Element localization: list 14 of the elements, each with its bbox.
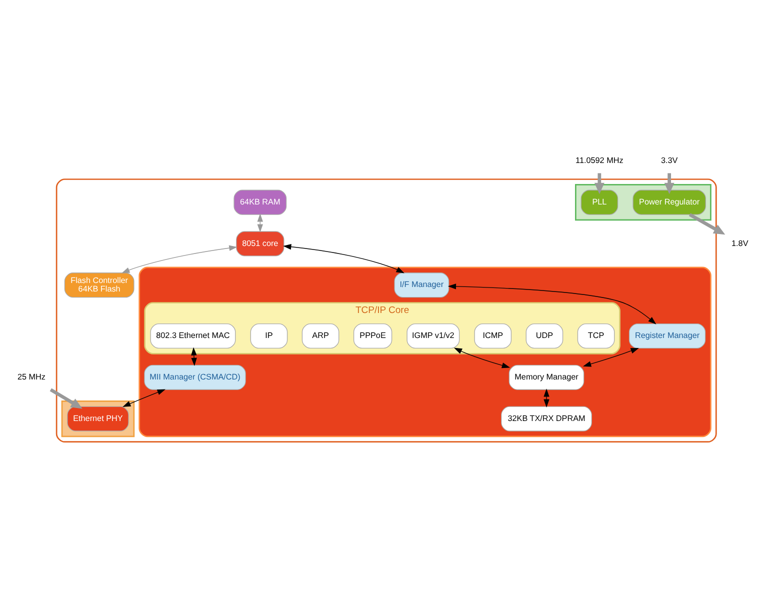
arrow	[50, 388, 82, 409]
arrow	[688, 213, 726, 235]
arrow	[582, 348, 639, 367]
arrow	[454, 348, 510, 368]
arrow	[122, 245, 238, 274]
arrow	[544, 388, 550, 408]
arrow	[122, 389, 166, 407]
arrow	[191, 347, 197, 366]
arrow	[257, 214, 263, 232]
arrow	[594, 173, 604, 194]
arrow	[664, 173, 674, 194]
arrow	[283, 244, 404, 274]
arrow	[448, 284, 656, 324]
cluster	[575, 184, 712, 221]
